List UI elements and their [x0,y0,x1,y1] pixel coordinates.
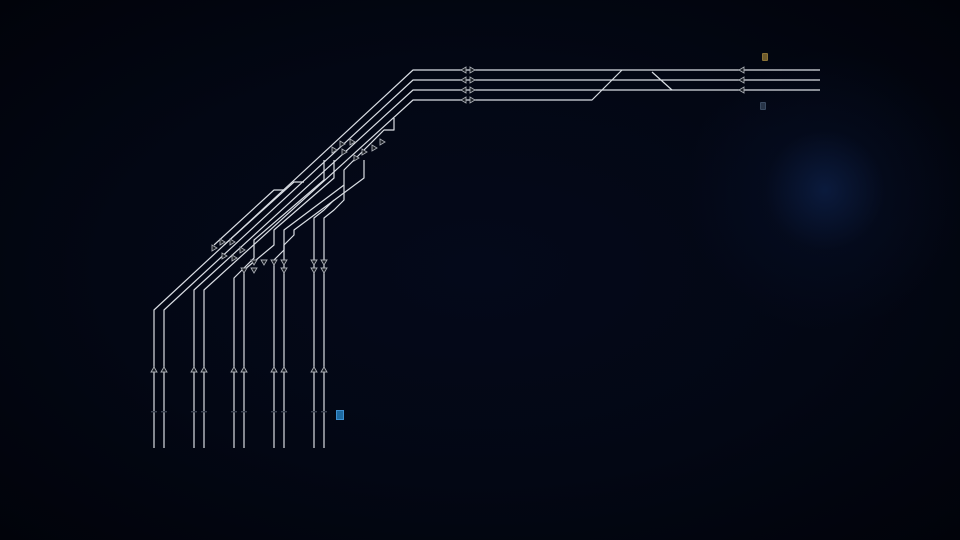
signal-icon[interactable] [231,254,238,262]
action-button[interactable] [336,410,344,420]
signal-icon[interactable] [229,238,236,246]
rail-end-marker-icon [780,79,782,81]
rail-end-marker-icon [271,411,277,413]
track-line-branch-10 [323,185,345,448]
signal-icon[interactable] [240,366,248,373]
signal-icon[interactable] [349,138,356,146]
signal-icon[interactable] [240,267,248,274]
signal-icon[interactable] [469,66,476,74]
rail-end-marker-icon [241,411,247,413]
rail-end-marker-icon [813,89,815,91]
track-line-branch-8 [283,160,365,448]
signal-icon[interactable] [310,366,318,373]
track-line-main-4 [203,69,623,448]
signal-icon[interactable] [341,148,348,156]
signal-icon[interactable] [211,244,218,252]
signal-icon[interactable] [738,86,745,94]
rail-end-marker-icon [780,89,782,91]
signal-icon[interactable] [320,267,328,274]
rail-end-marker-icon [813,69,815,71]
signal-icon[interactable] [270,259,278,266]
signal-icon[interactable] [250,267,258,274]
signal-icon[interactable] [280,267,288,274]
signal-icon[interactable] [260,259,268,266]
signal-icon[interactable] [270,366,278,373]
rail-end-marker-icon [201,411,207,413]
rail-end-marker-icon [281,411,287,413]
signal-icon[interactable] [379,138,386,146]
signal-icon[interactable] [353,154,360,162]
track-line-branch-5 [233,160,325,448]
rail-end-marker-icon [780,69,782,71]
signal-icon[interactable] [460,86,467,94]
rail-end-marker-icon [231,411,237,413]
signal-icon[interactable] [150,366,158,373]
signal-icon[interactable] [310,267,318,274]
signal-icon[interactable] [469,96,476,104]
track-crossover-right [651,71,673,91]
signal-icon[interactable] [250,259,258,266]
signal-icon[interactable] [219,238,226,246]
signal-icon[interactable] [460,76,467,84]
track-lines [153,69,820,448]
signal-icon[interactable] [339,140,346,148]
info-tag-bottom [760,102,766,110]
signal-icon[interactable] [460,96,467,104]
track-line-branch-9 [313,199,335,448]
signal-icon[interactable] [320,259,328,266]
signal-icon[interactable] [371,144,378,152]
rail-end-marker-icon [151,411,157,413]
signal-icon[interactable] [738,66,745,74]
signal-icon[interactable] [239,246,246,254]
rail-end-marker-icon [161,411,167,413]
signal-icon[interactable] [221,252,228,260]
signals [150,66,815,413]
signal-icon[interactable] [460,66,467,74]
signal-icon[interactable] [320,366,328,373]
track-line-branch-6 [243,160,335,448]
signal-icon[interactable] [310,259,318,266]
signal-icon[interactable] [200,366,208,373]
signal-icon[interactable] [361,148,368,156]
rail-end-marker-icon [191,411,197,413]
rail-end-marker-icon [311,411,317,413]
info-tag-top [762,53,768,61]
signal-icon[interactable] [280,366,288,373]
signal-icon[interactable] [280,259,288,266]
signal-icon[interactable] [469,86,476,94]
track-line-main-1 [153,69,820,448]
signal-icon[interactable] [738,76,745,84]
signal-icon[interactable] [331,146,338,154]
signal-icon[interactable] [190,366,198,373]
rail-end-marker-icon [321,411,327,413]
signal-icon[interactable] [469,76,476,84]
track-line-stub-b [223,181,304,246]
track-line-main-3 [193,89,820,448]
rail-end-marker-icon [813,79,815,81]
signal-icon[interactable] [230,366,238,373]
track-line-stub-a [213,189,284,246]
signal-icon[interactable] [160,366,168,373]
track-line-main-2 [163,79,820,448]
